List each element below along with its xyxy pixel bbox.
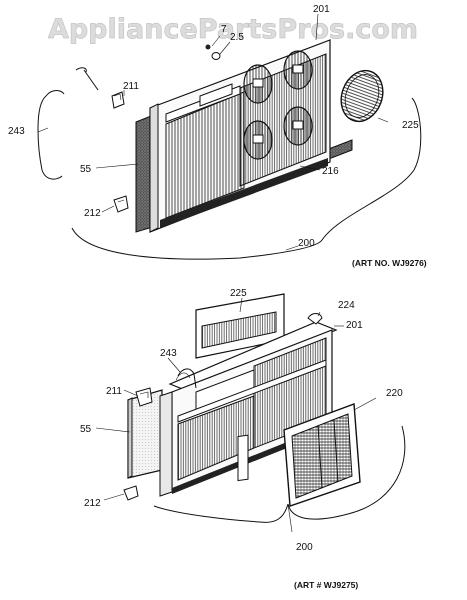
round-grille-225-top xyxy=(340,69,384,123)
clip-224-bottom xyxy=(307,313,323,325)
callout-212-top: 212 xyxy=(84,208,101,219)
callout-55-bottom: 55 xyxy=(80,424,92,435)
clip-211-top xyxy=(111,91,125,109)
callout-225-top: 225 xyxy=(402,120,419,131)
art-number-top: (ART NO. WJ9276) xyxy=(352,258,427,268)
bottom-assembly: 225 224 201 243 211 220 55 212 200 (ART … xyxy=(80,288,406,590)
callout-7-top: 7 xyxy=(221,24,227,35)
callout-211-bottom: 211 xyxy=(106,386,122,397)
callout-224-bottom: 224 xyxy=(338,300,355,311)
gasket-243-bottom xyxy=(177,368,197,389)
callout-216-top: 216 xyxy=(322,166,339,177)
bracket-200-top xyxy=(71,97,422,260)
knob-bottom xyxy=(237,434,249,482)
callout-243-top: 243 xyxy=(8,126,25,137)
top-assembly: 201 7 2.5 211 243 225 55 216 212 200 (AR… xyxy=(8,4,427,268)
round-grilles-top xyxy=(243,50,313,160)
callout-243-bottom: 243 xyxy=(160,348,177,359)
watermark-text: AppliancePartsPros.com xyxy=(48,14,418,45)
clip-212-top xyxy=(113,195,129,213)
part-7-top xyxy=(205,44,211,50)
callout-200-bottom: 200 xyxy=(296,542,313,553)
part-25-top xyxy=(211,52,221,60)
callout-201-top: 201 xyxy=(313,4,330,15)
callout-212-bottom: 212 xyxy=(84,498,101,509)
art-number-bottom: (ART # WJ9275) xyxy=(294,580,358,590)
callout-225-bottom: 225 xyxy=(230,288,247,299)
callout-55-top: 55 xyxy=(80,164,92,175)
callout-220-bottom: 220 xyxy=(386,388,403,399)
callout-211-top: 211 xyxy=(123,81,139,92)
callout-200-top: 200 xyxy=(298,238,315,249)
gasket-243-top xyxy=(37,95,63,180)
clip-212-bottom xyxy=(123,485,139,501)
callout-25-top: 2.5 xyxy=(230,32,244,43)
callout-201-bottom: 201 xyxy=(346,320,363,331)
